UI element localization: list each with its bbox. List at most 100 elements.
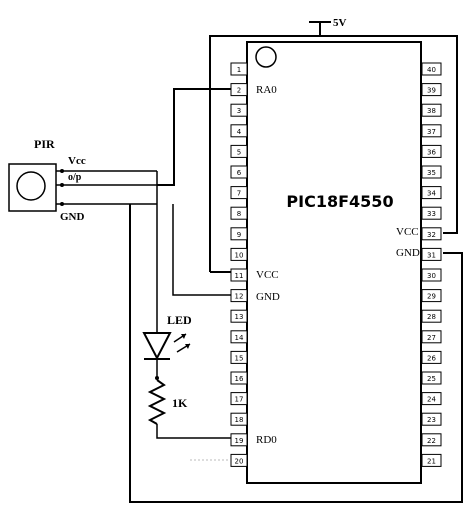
pir-vcc-label: Vcc	[68, 155, 86, 167]
pin-label-vcc-left: VCC	[256, 269, 279, 281]
right-pin-number: 28	[427, 313, 436, 321]
right-pin-box	[421, 206, 442, 220]
right-pin-number: 27	[427, 334, 436, 342]
chip-body	[246, 41, 422, 484]
right-pin-number: 40	[427, 66, 436, 74]
left-pin-box	[230, 309, 248, 323]
gnd-pin12-wire	[172, 204, 231, 296]
left-pin-number: 19	[235, 437, 244, 445]
gnd-rail-wire	[129, 204, 463, 503]
right-pin-box	[421, 412, 442, 426]
left-pin-number: 8	[237, 210, 241, 218]
right-pin-number: 39	[427, 87, 436, 95]
chip-notch-icon	[255, 46, 277, 68]
right-pin-number: 31	[427, 251, 436, 259]
right-pin-box	[421, 227, 442, 241]
pir-vcc-terminal	[60, 169, 64, 173]
rd0-wire	[156, 424, 231, 439]
right-pin-box	[421, 268, 442, 282]
supply-label: 5V	[333, 17, 347, 29]
right-pin-number: 25	[427, 375, 436, 383]
right-pin-box	[421, 103, 442, 117]
pir-gnd-label: GND	[60, 211, 85, 223]
right-pin-box	[421, 83, 442, 97]
right-pin-number: 30	[427, 272, 436, 280]
right-pin-number: 32	[427, 231, 436, 239]
pir-out-label: o/p	[68, 172, 82, 183]
left-pin-number: 2	[237, 87, 241, 95]
left-pin-number: 11	[235, 272, 244, 280]
vcc-rail-wire	[209, 35, 458, 272]
left-pin-box	[230, 453, 248, 467]
left-pin-number: 5	[237, 148, 241, 156]
right-pin-box	[421, 330, 442, 344]
left-pin-number: 17	[235, 396, 244, 404]
led-label: LED	[167, 313, 192, 327]
pir-lens-icon	[16, 171, 46, 201]
left-pin-number: 10	[235, 251, 244, 259]
left-pin-number: 20	[235, 457, 244, 465]
left-pin-number: 13	[235, 313, 244, 321]
right-pin-box	[421, 289, 442, 303]
left-pin-number: 16	[235, 375, 244, 383]
right-pin-number: 38	[427, 107, 436, 115]
pin-label-gnd-right: GND	[396, 247, 420, 259]
left-pin-box	[230, 144, 248, 158]
right-pin-number: 29	[427, 293, 436, 301]
left-pin-box	[230, 186, 248, 200]
chip-name: PIC18F4550	[286, 192, 393, 211]
left-pin-box	[230, 227, 248, 241]
left-pin-number: 3	[237, 107, 241, 115]
left-pin-box	[230, 206, 248, 220]
pin-label-gnd-left: GND	[256, 291, 280, 303]
led-ray-arrow-1	[181, 334, 186, 339]
right-pin-box	[421, 371, 442, 385]
resistor-label: 1K	[172, 396, 188, 410]
right-pin-box	[421, 453, 442, 467]
left-pin-box	[230, 433, 248, 447]
pir-gnd-terminal	[60, 202, 64, 206]
pin-label-ra0: RA0	[256, 84, 277, 96]
right-pin-box	[421, 309, 442, 323]
right-pin-number: 22	[427, 437, 436, 445]
pin-label-vcc-right: VCC	[396, 226, 419, 238]
pin-label-rd0: RD0	[256, 434, 277, 446]
right-pin-box	[421, 186, 442, 200]
right-pin-number: 23	[427, 416, 436, 424]
right-pin-number: 24	[427, 396, 436, 404]
right-pin-box	[421, 247, 442, 261]
right-pin-box	[421, 392, 442, 406]
left-pin-number: 15	[235, 354, 244, 362]
left-pin-box	[230, 392, 248, 406]
left-pin-box	[230, 165, 248, 179]
left-pin-number: 18	[235, 416, 244, 424]
right-pin-box	[421, 433, 442, 447]
left-pin-number: 12	[235, 293, 244, 301]
left-pin-number: 6	[237, 169, 242, 177]
right-pin-number: 35	[427, 169, 436, 177]
left-pin-box	[230, 268, 248, 282]
left-pin-number: 4	[237, 128, 242, 136]
left-pin-box	[230, 103, 248, 117]
resistor-node	[155, 376, 159, 380]
ra0-wire	[157, 88, 231, 186]
left-pin-box	[230, 371, 248, 385]
left-pin-number: 1	[237, 66, 241, 74]
right-pin-number: 26	[427, 354, 436, 362]
pir-out-terminal	[60, 183, 64, 187]
left-pin-number: 9	[237, 231, 241, 239]
left-pin-box	[230, 330, 248, 344]
right-pin-box	[421, 165, 442, 179]
right-pin-number: 33	[427, 210, 436, 218]
right-pin-box	[421, 144, 442, 158]
left-pin-box	[230, 62, 248, 76]
right-pin-box	[421, 124, 442, 138]
led-ray-arrow-2	[185, 344, 190, 349]
left-pin-box	[230, 247, 248, 261]
left-pin-number: 14	[235, 334, 244, 342]
resistor-icon	[147, 379, 167, 425]
right-pin-number: 37	[427, 128, 436, 136]
